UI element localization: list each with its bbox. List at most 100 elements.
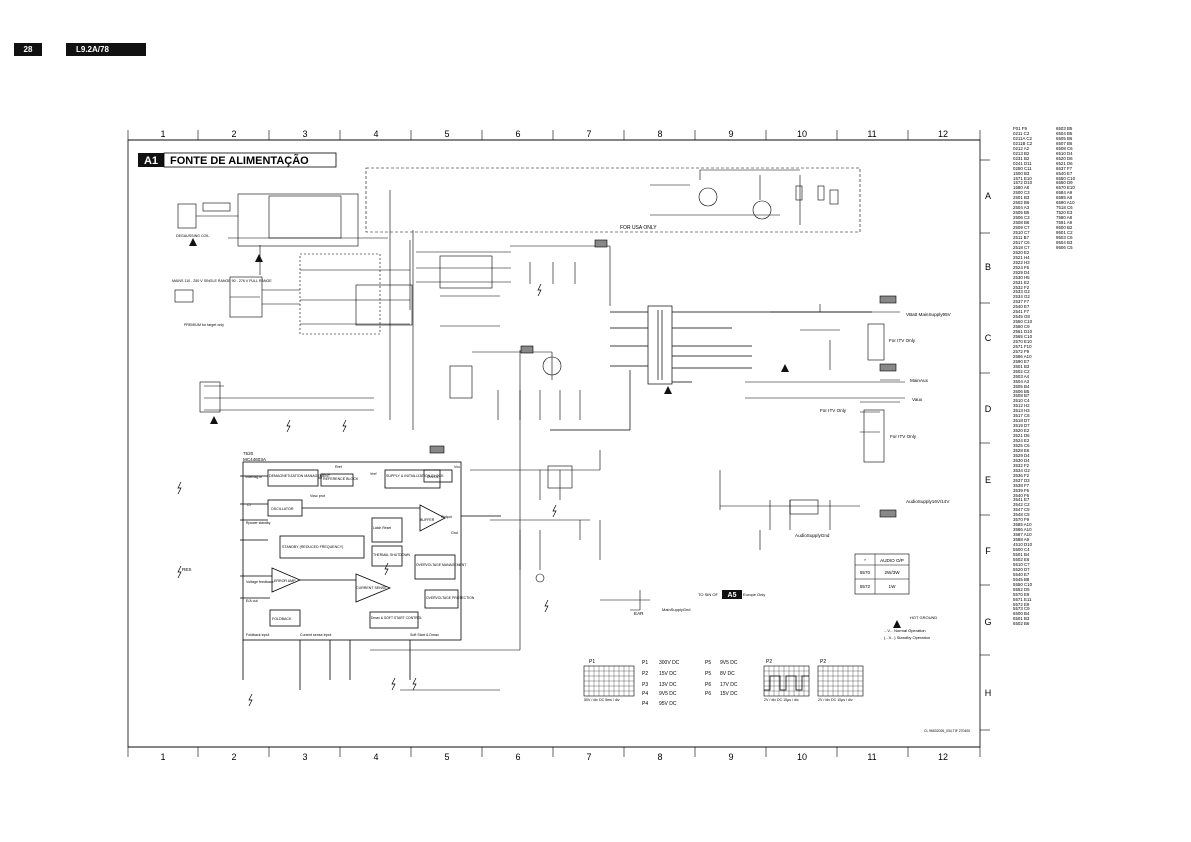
title-block: A1 FONTE DE ALIMENTAÇÃO <box>138 152 337 168</box>
for-itv-label: For ITV Only <box>820 408 847 413</box>
reference-entry: 2545 G8 <box>1013 314 1030 320</box>
reference-entry: 0211A C2 <box>1013 135 1032 141</box>
diagram-title: FONTE DE ALIMENTAÇÃO <box>170 154 309 167</box>
reference-entry: 5550 C10 <box>1013 581 1033 587</box>
primary-rectifier-section <box>355 239 611 420</box>
table-header: * <box>864 558 866 563</box>
reference-entry: 2590 E7 <box>1013 358 1030 364</box>
table-cell: 1W <box>889 584 897 589</box>
measurement-value: 9V5 DC <box>720 660 738 666</box>
block-foldback: FOLDBACK <box>272 617 292 621</box>
table-header: AUDIO O/P <box>880 558 904 563</box>
col-label: 7 <box>586 752 591 762</box>
block-ovp: OVERVOLTAGE PROTECTION <box>426 596 475 600</box>
pin-label: Vdemag in <box>245 475 262 479</box>
reference-entry: 5572 E9 <box>1013 601 1030 607</box>
reference-entry: 3502 C2 <box>1013 368 1030 374</box>
reference-entry: 3537 D3 <box>1013 477 1030 483</box>
premium-label: PREMIUM for target only <box>184 323 224 327</box>
pin-label: Output <box>441 515 452 519</box>
reference-entry: 2532 F2 <box>1013 284 1030 290</box>
degauss-label: DEGAUSSING COIL <box>176 234 209 238</box>
reference-entry: 6508 C6 <box>1056 145 1073 151</box>
reference-entry: 2533 G2 <box>1013 289 1030 295</box>
reference-entry: 6521 D6 <box>1056 160 1073 166</box>
reference-entry: 6505 B6 <box>1056 135 1073 141</box>
reference-entry: 2508 B6 <box>1013 220 1030 226</box>
reference-entry: 9504 B3 <box>1056 239 1073 245</box>
reference-entry: 2501 B3 <box>1013 195 1030 201</box>
reference-entry: 6537 F7 <box>1056 165 1073 171</box>
reference-entry: 3570 F9 <box>1013 517 1030 523</box>
col-label: 12 <box>938 752 948 762</box>
usa-box-label: FOR USA ONLY <box>620 225 657 231</box>
measurement-point: P4 <box>642 701 648 707</box>
col-label: 3 <box>302 129 307 139</box>
reference-entry: 3520 E2 <box>1013 428 1030 434</box>
reference-entry: 9501 C2 <box>1056 230 1073 236</box>
reference-entry: 2520 E2 <box>1013 249 1030 255</box>
scope-id: P2 <box>820 659 826 665</box>
block-demag: DEMAGNETIZATION MANAGEMENT <box>269 474 331 478</box>
reference-entry: 5510 C7 <box>1013 561 1030 567</box>
col-label: 1 <box>160 129 165 139</box>
reference-entry: 0212 A2 <box>1013 145 1030 151</box>
reference-entry: 6584 A9 <box>1056 190 1073 196</box>
ic-ref: 7520 <box>243 451 254 456</box>
reference-entry: 0211B C2 <box>1013 140 1033 146</box>
reference-entry: 3541 E7 <box>1013 497 1030 503</box>
controller-ic <box>240 461 501 690</box>
block-standby: STANDBY (REDUCED FREQUENCY) <box>282 545 343 549</box>
reference-entry: 9500 B2 <box>1056 225 1073 231</box>
mains-input-section <box>174 190 414 430</box>
reference-entry: 0211 C2 <box>1013 130 1030 136</box>
row-label: F <box>985 546 991 556</box>
col-label: 1 <box>160 752 165 762</box>
reference-entry: 2530 H5 <box>1013 274 1030 280</box>
reference-entry: 2550 C10 <box>1013 319 1033 325</box>
col-label: 8 <box>657 752 662 762</box>
ground-icon <box>177 283 557 707</box>
misc-labels: RES EAR MainSupplyGnd TO SIN OF Europe O… <box>182 567 970 733</box>
reference-entry: 6560 D9 <box>1056 180 1073 186</box>
reference-entry: 2561 D10 <box>1013 329 1033 335</box>
column-labels-bottom: 1 2 3 4 5 6 7 8 9 10 11 12 <box>160 752 948 762</box>
scope-caption: 50V / div DC 5ms / div <box>584 698 620 702</box>
col-label: 6 <box>515 752 520 762</box>
col-label: 12 <box>938 129 948 139</box>
reference-entry: 6590 A10 <box>1056 200 1075 206</box>
reference-entry: 5570 E9 <box>1013 591 1030 597</box>
pin-label: E/A out <box>246 599 258 603</box>
scope-p2a: P2 2V / div DC 10µs / div <box>763 659 810 702</box>
block-reference: REFERENCE BLOCK <box>323 477 359 481</box>
column-ticks <box>127 130 990 757</box>
block-latch: Latch Reset <box>373 526 391 530</box>
reference-entry: 1571 E10 <box>1013 175 1032 181</box>
pin-label: Foldback input <box>246 633 269 637</box>
reference-entry: 3542 C2 <box>1013 502 1030 508</box>
scope-caption: 2V / div DC 10µs / div <box>818 698 853 702</box>
measurement-point: P2 <box>642 671 648 677</box>
ear-label: EAR <box>634 611 644 616</box>
vaux-label: Vaux <box>912 397 923 402</box>
table-cell: 5572 <box>860 584 871 589</box>
reference-entry: 3519 D7 <box>1013 423 1030 429</box>
pin-label: Vref <box>370 472 376 476</box>
reference-entry: 2572 F9 <box>1013 348 1030 354</box>
block-supply: SUPPLY & INITIALIZATION BLOCK <box>386 474 444 478</box>
pin-label: Rref <box>335 465 342 469</box>
reference-entry: 3539 F6 <box>1013 487 1030 493</box>
reference-entry: 3588 A9 <box>1013 537 1030 543</box>
row-label: D <box>985 404 992 414</box>
measurement-value: 15V DC <box>720 691 738 697</box>
measurement-value: 15V DC <box>659 671 677 677</box>
block-thermal: THERMAL SHUTDOWN <box>373 553 411 557</box>
pin-label: Vosc prot <box>310 494 325 498</box>
reference-entry: 6520 D6 <box>1056 155 1073 161</box>
block-uvlo1: UVLO1 <box>427 475 439 479</box>
reference-entry: 2571 F10 <box>1013 343 1032 349</box>
reference-entry: 2522 H3 <box>1013 259 1030 265</box>
mains-range-label: MAINS 110 - 250 V SINGLE RANGE 90 - 276 … <box>172 279 272 283</box>
